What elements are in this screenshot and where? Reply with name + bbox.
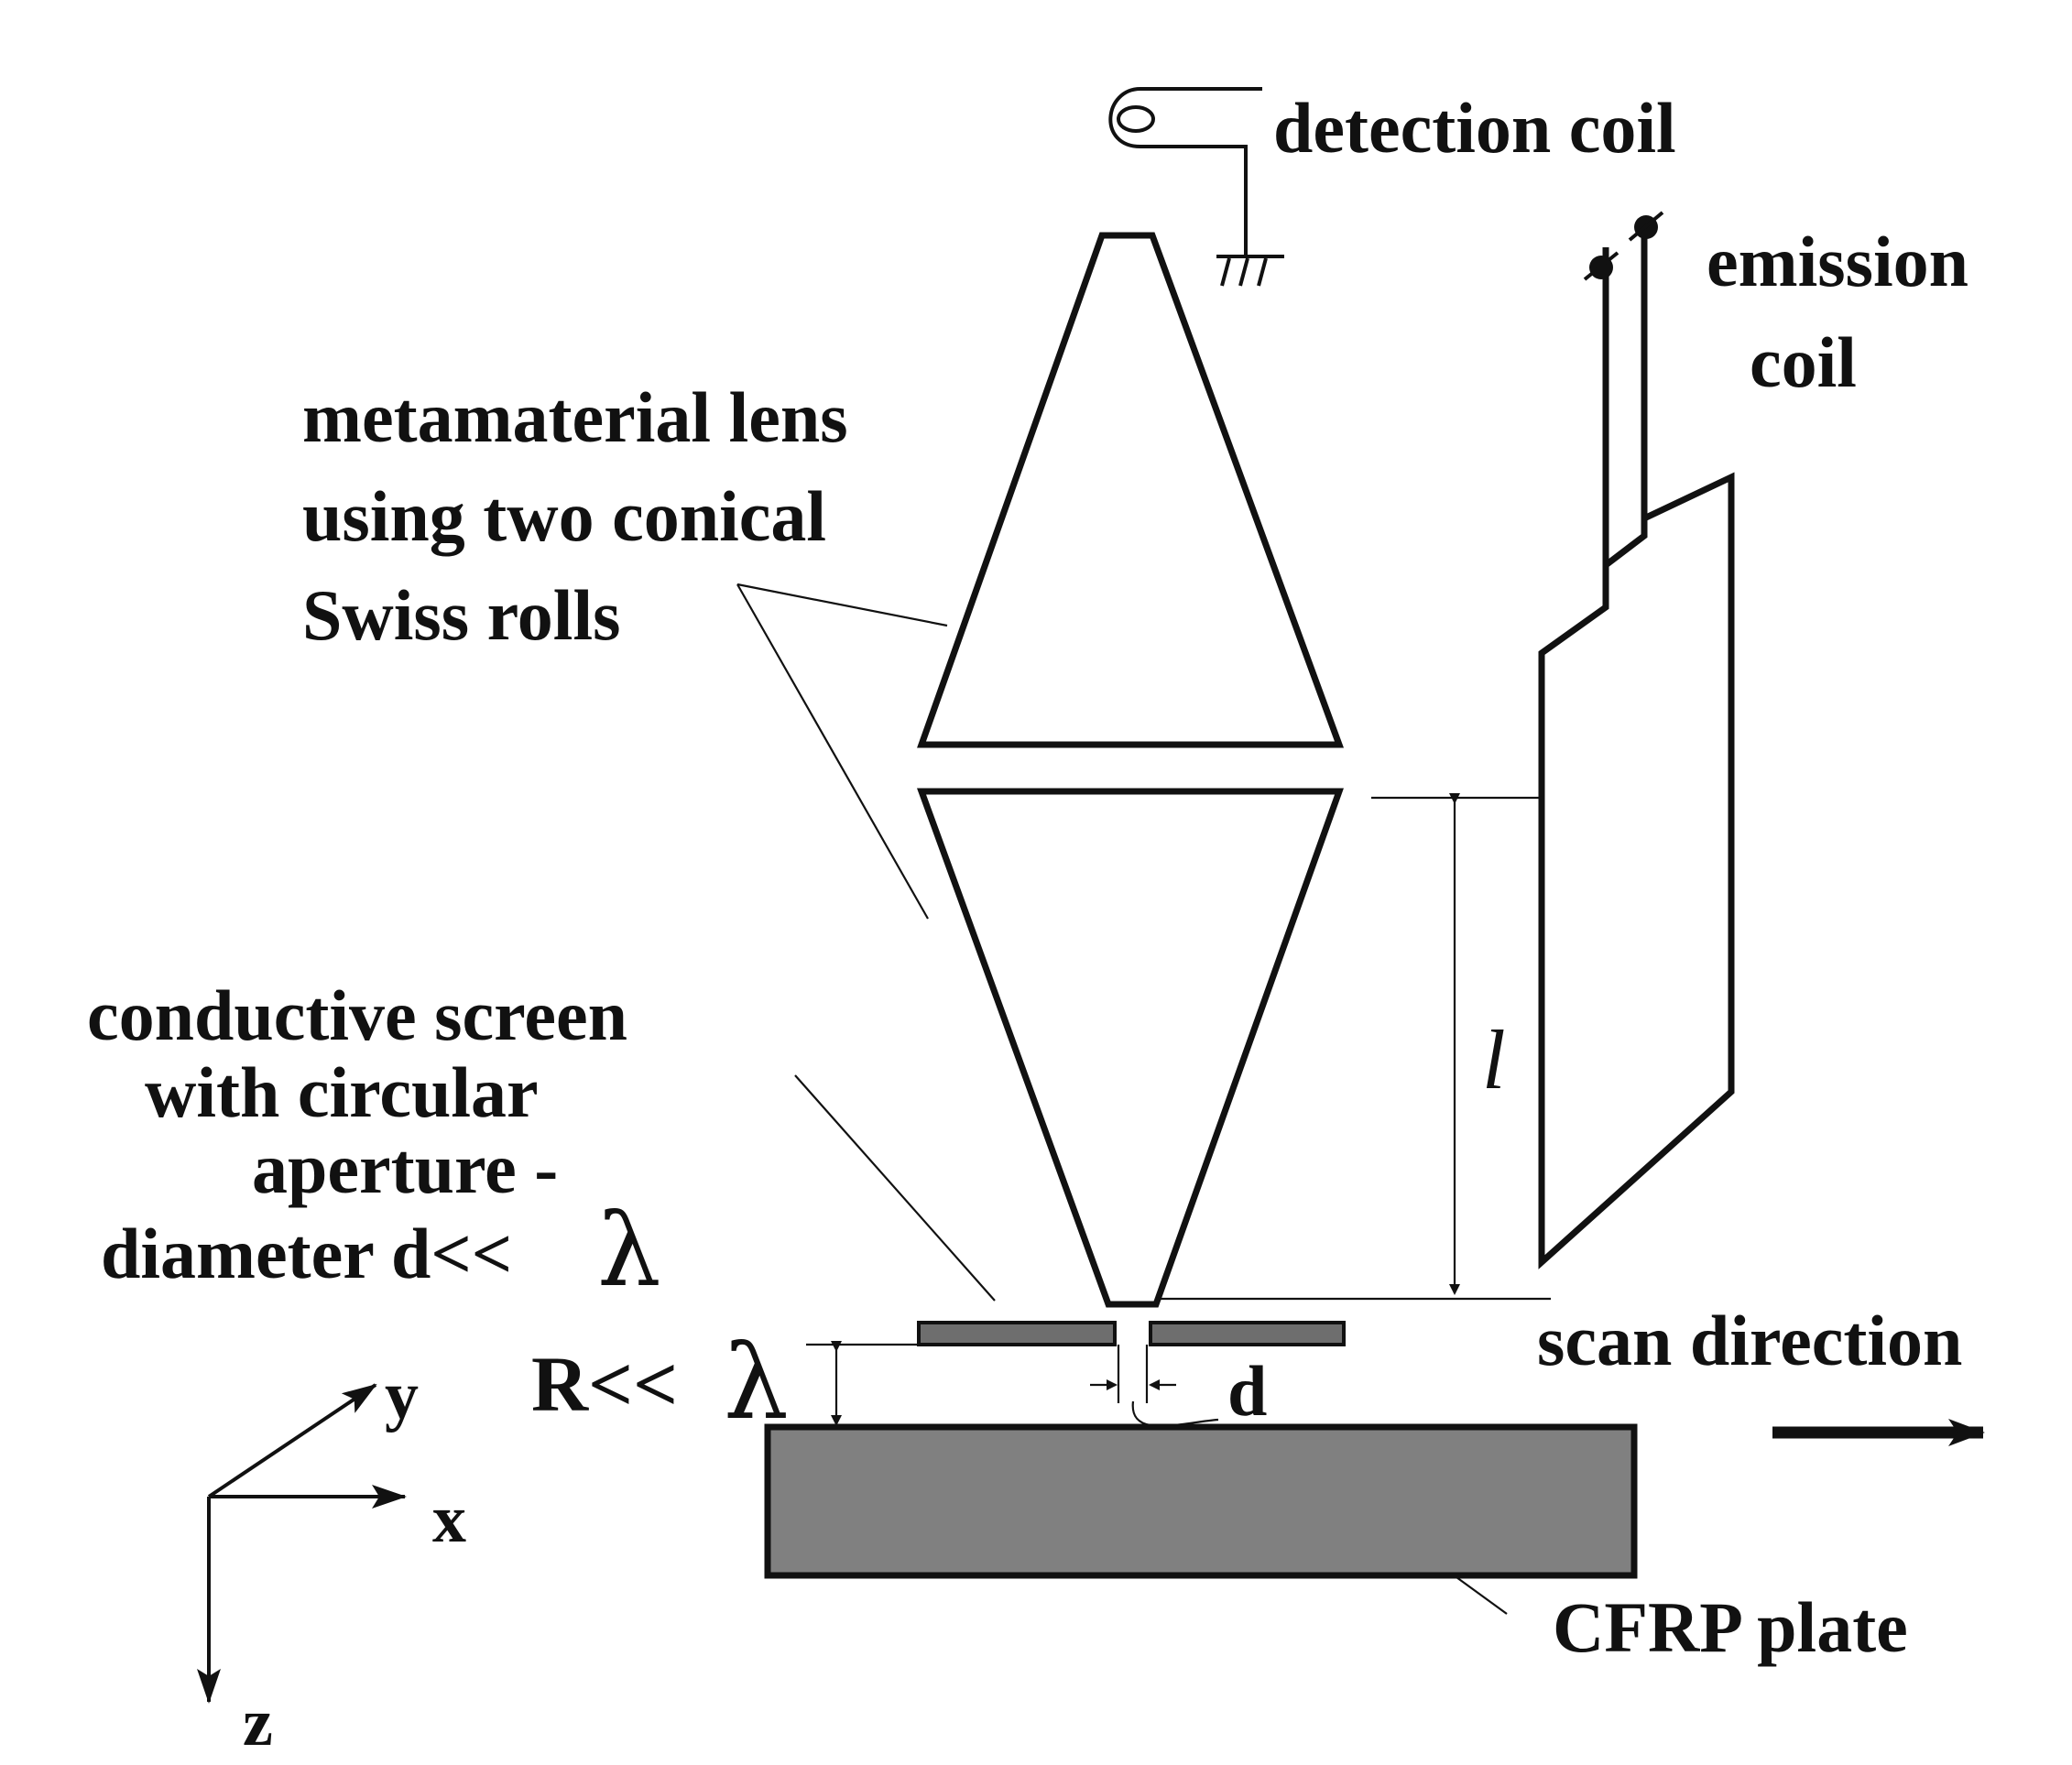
distance-dimension bbox=[806, 1341, 1114, 1426]
ground-icon bbox=[1216, 255, 1284, 287]
length-symbol: l bbox=[1482, 1013, 1506, 1106]
y-axis-arrow bbox=[207, 1383, 377, 1498]
emission-coil-label-line1: emission bbox=[1707, 222, 1968, 301]
length-dimension bbox=[1156, 793, 1551, 1301]
distance-lambda-symbol: λ bbox=[724, 1324, 789, 1443]
cfrp-plate bbox=[764, 1423, 1638, 1579]
screen-label-line4: diameter d<< bbox=[101, 1214, 512, 1293]
conductive-screen bbox=[917, 1321, 1346, 1403]
lens-leader-lines bbox=[736, 583, 948, 920]
screen-label-line3: aperture - bbox=[252, 1128, 558, 1208]
axis-x-label: x bbox=[432, 1482, 466, 1557]
aperture-d-label: d bbox=[1227, 1351, 1267, 1431]
screen-label-line1: conductive screen bbox=[87, 975, 627, 1055]
lower-cone bbox=[917, 788, 1344, 1308]
lens-label-line2: using two conical bbox=[302, 476, 826, 556]
distance-R-label: R<< bbox=[531, 1340, 678, 1428]
emission-coil-label-line2: coil bbox=[1750, 322, 1857, 402]
screen-label-line2: with circular bbox=[145, 1052, 539, 1132]
metamaterial-lens bbox=[917, 232, 1345, 1308]
coil-terminal-icon bbox=[1583, 211, 1664, 281]
detection-coil bbox=[1108, 87, 1284, 287]
coordinate-axes bbox=[197, 1383, 407, 1704]
plate-label: CFRP plate bbox=[1553, 1587, 1908, 1667]
emission-coil bbox=[1538, 211, 1735, 1269]
plate-leader-line bbox=[1456, 1576, 1508, 1615]
axis-y-label: y bbox=[385, 1358, 419, 1433]
screen-lambda-symbol: λ bbox=[597, 1192, 661, 1309]
detection-coil-label: detection coil bbox=[1273, 88, 1676, 168]
scan-direction-label: scan direction bbox=[1537, 1301, 1962, 1380]
aperture-dimension bbox=[1090, 1379, 1219, 1427]
axis-z-label: z bbox=[243, 1685, 273, 1760]
upper-cone bbox=[917, 232, 1345, 748]
lens-label-line3: Swiss rolls bbox=[302, 575, 621, 655]
screen-leader-line bbox=[794, 1074, 996, 1302]
lens-label-line1: metamaterial lens bbox=[302, 377, 848, 457]
